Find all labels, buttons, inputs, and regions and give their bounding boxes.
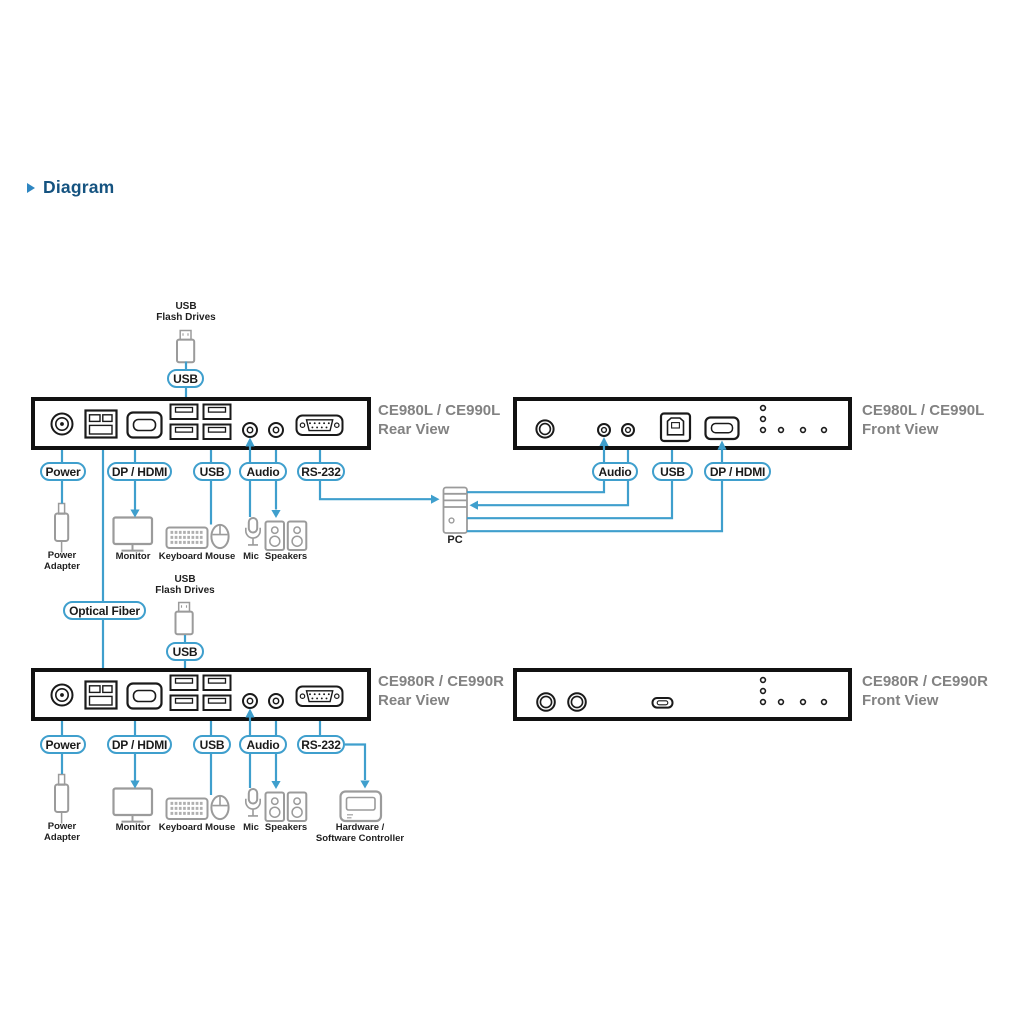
power-adapter-icon-bottom: [54, 773, 70, 825]
arrow-to-speakers-top: [271, 510, 281, 518]
pill-rs232-top: RS-232: [297, 462, 345, 481]
pill-usb-flash-bottom: USB: [166, 642, 204, 661]
pill-dphdmi-top: DP / HDMI: [107, 462, 172, 481]
controller-line1: Hardware /: [335, 822, 385, 833]
pill-audio-front: Audio: [592, 462, 638, 481]
power-adapter-line2: Adapter: [44, 560, 80, 572]
arrow-rs232-to-controller: [360, 780, 370, 789]
power-adapter-line1: Power: [47, 550, 77, 561]
controller-line2: Software Controller: [315, 832, 405, 844]
caption-mic-top: Mic: [243, 551, 259, 562]
arrow-dphdmi-up-front: [717, 440, 727, 450]
caption-monitor-top: Monitor: [115, 551, 151, 562]
usb-flash-line2: Flash Drives: [155, 584, 215, 596]
conn-front-dphdmi-pc: [467, 449, 724, 533]
caption-usb-flash-top: USB Flash Drives: [146, 301, 226, 323]
hdmi-port-front: [704, 416, 740, 441]
mini-port: [651, 697, 674, 709]
caption-mic-bottom: Mic: [243, 822, 259, 833]
pc-tower-icon: [442, 486, 468, 534]
model-name: CE980L / CE990L: [378, 402, 501, 419]
caption-keyboard-mouse-bottom: Keyboard Mouse: [158, 822, 236, 833]
device-bottom-front: [513, 668, 852, 721]
pill-usb-bottom: USB: [193, 735, 231, 754]
pill-audio-bottom: Audio: [239, 735, 287, 754]
power-adapter-line2: Adapter: [44, 831, 80, 843]
usb-b-port: [659, 412, 692, 443]
model-name: CE980R / CE990R: [378, 673, 504, 690]
front-top-ports: [535, 412, 740, 443]
caption-usb-flash-bottom: USB Flash Drives: [145, 574, 225, 596]
caption-speakers-top: Speakers: [264, 551, 308, 562]
view-name: Front View: [862, 420, 939, 438]
pill-usb-top: USB: [193, 462, 231, 481]
page-title: Diagram: [43, 177, 115, 197]
pill-usb-flash-top: USB: [167, 369, 204, 388]
label-bottom-front: CE980R / CE990R Front View: [862, 673, 988, 710]
pill-dphdmi-bottom: DP / HDMI: [107, 735, 172, 754]
usb-flash-drive-icon-bottom: [174, 601, 194, 636]
power-adapter-line1: Power: [47, 821, 77, 832]
usb-flash-drive-icon: [176, 329, 196, 364]
usb-flash-line2: Flash Drives: [156, 311, 216, 323]
arrow-to-monitor-top: [130, 509, 140, 518]
conn-front-usb-pc: [467, 450, 674, 520]
arrow-to-speakers-bottom: [271, 781, 281, 789]
heading: Diagram: [27, 177, 114, 198]
arrow-mic-up-bottom: [245, 708, 255, 718]
pill-rs232-bottom: RS-232: [297, 735, 345, 754]
usb-flash-line1: USB: [174, 574, 196, 585]
model-name: CE980R / CE990R: [862, 673, 988, 690]
hardware-software-controller-icon: [339, 790, 383, 823]
caption-power-adapter-bottom: Power Adapter: [22, 821, 102, 843]
caption-pc: PC: [447, 534, 463, 546]
caption-speakers-bottom: Speakers: [264, 822, 308, 833]
pill-power-bottom: Power: [40, 735, 86, 754]
connection-lines: [60, 361, 724, 795]
device-top-rear: [31, 397, 371, 450]
label-top-rear: CE980L / CE990L Rear View: [378, 402, 500, 439]
power-adapter-icon: [54, 502, 70, 554]
label-bottom-rear: CE980R / CE990R Rear View: [378, 673, 504, 710]
device-top-front: [513, 397, 852, 450]
pill-optical-fiber: Optical Fiber: [63, 601, 146, 620]
arrow-audio-to-pc: [469, 500, 478, 510]
caption-monitor-bottom: Monitor: [115, 822, 151, 833]
arrow-to-monitor-bottom: [130, 780, 140, 789]
bullet-arrow-icon: [27, 182, 35, 193]
conn-rs232-to-controller: [318, 721, 367, 780]
view-name: Rear View: [378, 420, 450, 438]
usb-flash-line1: USB: [175, 301, 197, 312]
label-top-front: CE980L / CE990L Front View: [862, 402, 984, 439]
pill-dphdmi-front: DP / HDMI: [704, 462, 771, 481]
conn-front-audio2-pc: [478, 450, 630, 507]
view-name: Rear View: [378, 691, 450, 709]
device-bottom-rear: [31, 668, 371, 721]
arrow-audio-up-front: [599, 437, 609, 446]
conn-front-audio1-pc: [467, 445, 606, 494]
pill-audio-top: Audio: [239, 462, 287, 481]
pill-usb-front: USB: [652, 462, 693, 481]
connection-arrows: [130, 437, 727, 789]
front-bottom-ports: [536, 692, 674, 712]
caption-power-adapter-top: Power Adapter: [22, 550, 102, 572]
pill-power-top: Power: [40, 462, 86, 481]
arrow-rs232-to-pc: [431, 494, 440, 504]
view-name: Front View: [862, 691, 939, 709]
arrow-mic-up-top: [245, 437, 255, 447]
conn-rs232-to-pc: [318, 450, 431, 501]
model-name: CE980L / CE990L: [862, 402, 985, 419]
caption-controller: Hardware / Software Controller: [300, 822, 420, 844]
caption-keyboard-mouse-top: Keyboard Mouse: [158, 551, 236, 562]
